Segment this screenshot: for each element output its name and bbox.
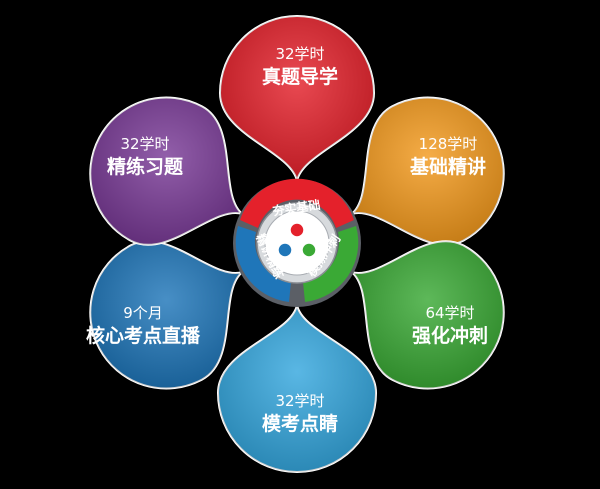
petal-top-shade (220, 16, 374, 181)
center-hub: 夯实基础 模拟冲刺 精讲精练 (233, 178, 361, 307)
petal-bottom-main: 模考点睛 (261, 413, 338, 435)
person-icon-red (289, 222, 305, 238)
petal-upper-right-main: 基础精讲 (409, 156, 486, 178)
petal-upper-right-sub: 128学时 (418, 135, 478, 153)
petal-upper-left-text: 32学时 精练习题 (75, 134, 215, 180)
hub-ring-blue (235, 226, 291, 302)
hub-core (264, 210, 330, 276)
petal-upper-left-sub: 32学时 (120, 135, 170, 153)
petal-lower-left-text: 9个月 核心考点直播 (73, 303, 213, 349)
petal-lower-left-main: 核心考点直播 (85, 325, 200, 347)
petal-top-sub: 32学时 (275, 45, 325, 63)
petal-lower-left-sub: 9个月 (123, 304, 163, 322)
petal-bottom-shade (218, 305, 376, 472)
petal-top-main: 真题导学 (261, 66, 338, 88)
petal-lower-right-shade (351, 241, 504, 389)
petal-lower-right-text: 64学时 强化冲刺 (380, 303, 520, 349)
petal-upper-left-shade (90, 97, 243, 245)
hub-label-top: 夯实基础 (271, 197, 322, 219)
person-icon-blue (277, 242, 293, 258)
petal-upper-right-shade (351, 97, 504, 245)
hub-ring-red (240, 178, 354, 228)
petal-bottom-text: 32学时 模考点睛 (230, 391, 370, 437)
petal-upper-left-main: 精练习题 (106, 156, 183, 178)
petal-lower-left-shade (90, 241, 243, 389)
person-icon-green (301, 242, 317, 258)
petal-lower-right-sub: 64学时 (425, 304, 475, 322)
petal-top-text: 32学时 真题导学 (230, 44, 370, 90)
petal-upper-right-text: 128学时 基础精讲 (378, 134, 518, 180)
petal-lower-right-main: 强化冲刺 (411, 325, 488, 347)
petal-bottom-sub: 32学时 (275, 392, 325, 410)
hub-ring-green (303, 226, 359, 302)
